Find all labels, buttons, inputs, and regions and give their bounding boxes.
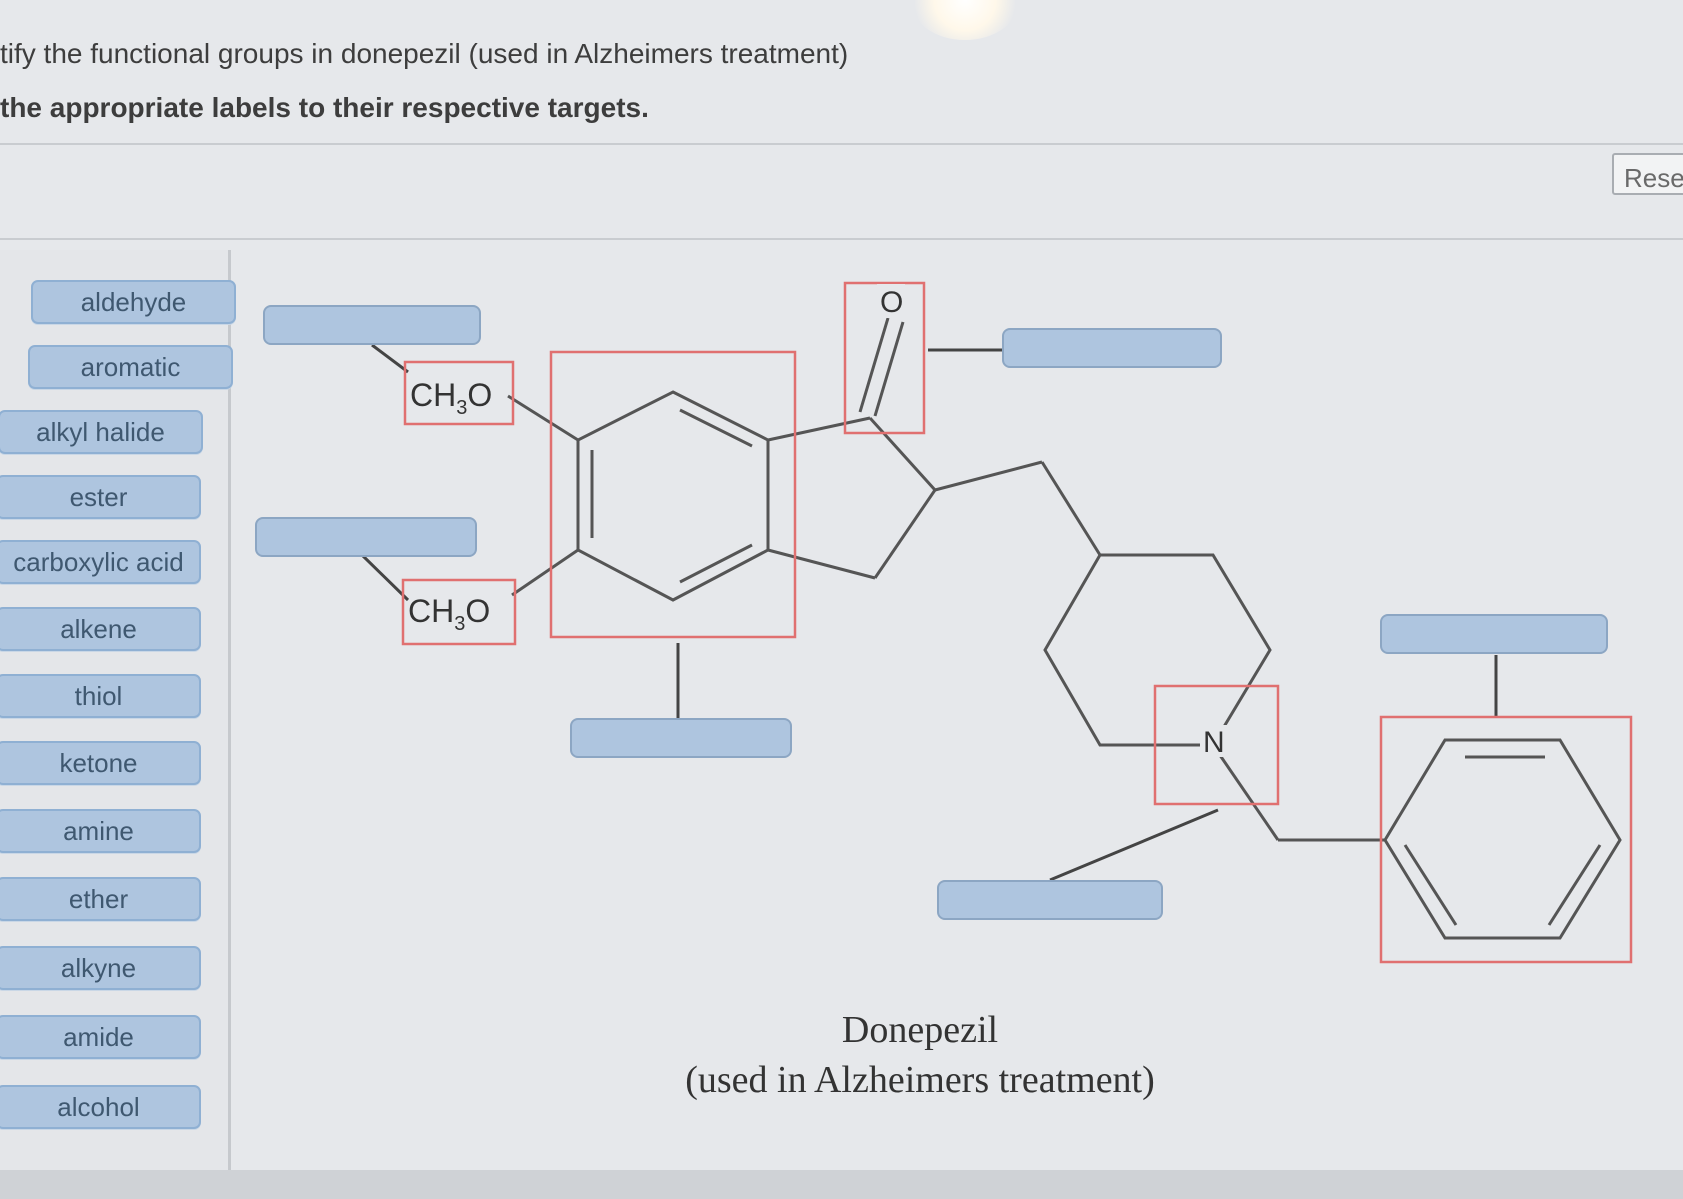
chain-bond <box>1211 744 1280 841</box>
label-bank: aldehyde aromatic alkyl halide ester car… <box>0 250 236 1170</box>
phenyl-ring-bond <box>1383 738 1622 940</box>
leader-line <box>360 553 410 602</box>
drop-zone-phenyl[interactable] <box>1380 614 1608 654</box>
ring-bond <box>873 489 937 579</box>
ring-bond <box>767 416 871 442</box>
molecule-use: (used in Alzheimers treatment) <box>685 1059 1155 1101</box>
leader-line <box>371 343 409 374</box>
bottom-bar <box>0 1170 1683 1199</box>
label-ether[interactable]: ether <box>0 877 201 921</box>
benzene-ring-bond <box>576 390 770 602</box>
molecule-name: Donepezil <box>841 1009 999 1051</box>
drop-zone-nitrogen[interactable] <box>937 880 1163 920</box>
drop-zone-methoxy-top[interactable] <box>263 305 481 345</box>
target-box-methoxy-top <box>403 360 515 426</box>
label-bg <box>410 590 504 632</box>
label-alkyl-halide[interactable]: alkyl halide <box>0 410 203 454</box>
target-box-carbonyl <box>843 281 926 435</box>
chain-bond <box>1040 461 1102 556</box>
nitrogen-label: N <box>1203 726 1225 759</box>
label-ketone[interactable]: ketone <box>0 741 201 785</box>
phenyl-double-bond <box>1547 844 1602 926</box>
divider <box>0 143 1683 145</box>
label-ester[interactable]: ester <box>0 475 201 519</box>
label-amine[interactable]: amine <box>0 809 201 853</box>
target-box-benzene <box>549 350 797 639</box>
chain-bond <box>934 460 1043 492</box>
methoxy-top-label: CH3O <box>410 377 492 419</box>
label-bg <box>1200 725 1230 757</box>
drop-zone-carbonyl[interactable] <box>1002 328 1222 368</box>
label-bg <box>412 372 504 414</box>
instruction-line-1: tify the functional groups in donepezil … <box>0 38 849 69</box>
label-alkene[interactable]: alkene <box>0 607 201 651</box>
methoxy-bond <box>507 394 579 442</box>
methoxy-bond <box>511 548 579 597</box>
label-aldehyde[interactable]: aldehyde <box>31 280 236 324</box>
benzene-double-bond <box>679 543 753 584</box>
ring-bond <box>767 548 876 580</box>
label-carboxylic-acid[interactable]: carboxylic acid <box>0 540 201 584</box>
leader-line <box>1049 808 1219 882</box>
target-box-phenyl <box>1379 715 1633 964</box>
target-box-nitrogen <box>1153 684 1280 806</box>
instruction-line-2: the appropriate labels to their respecti… <box>0 92 649 123</box>
label-alcohol[interactable]: alcohol <box>0 1085 201 1129</box>
label-amide[interactable]: amide <box>0 1015 201 1059</box>
benzene-double-bond <box>679 408 753 448</box>
drop-zone-methoxy-bottom[interactable] <box>255 517 477 557</box>
phenyl-double-bond <box>1403 844 1458 926</box>
target-box-methoxy-bottom <box>401 578 517 646</box>
label-aromatic[interactable]: aromatic <box>28 345 233 389</box>
reset-button[interactable]: Rese <box>1612 153 1683 195</box>
label-alkyne[interactable]: alkyne <box>0 946 201 990</box>
divider <box>0 238 1683 240</box>
ring-bond <box>868 416 937 492</box>
piperidine-ring-bond <box>1043 553 1272 747</box>
label-bg <box>877 284 905 318</box>
carbonyl-bond <box>858 317 890 413</box>
molecule-caption: Donepezil (used in Alzheimers treatment) <box>640 1008 1200 1102</box>
methoxy-bottom-label: CH3O <box>408 593 490 635</box>
drop-zone-benzene[interactable] <box>570 718 792 758</box>
oxygen-label: O <box>880 286 903 319</box>
carbonyl-bond <box>873 321 905 417</box>
label-thiol[interactable]: thiol <box>0 674 201 718</box>
